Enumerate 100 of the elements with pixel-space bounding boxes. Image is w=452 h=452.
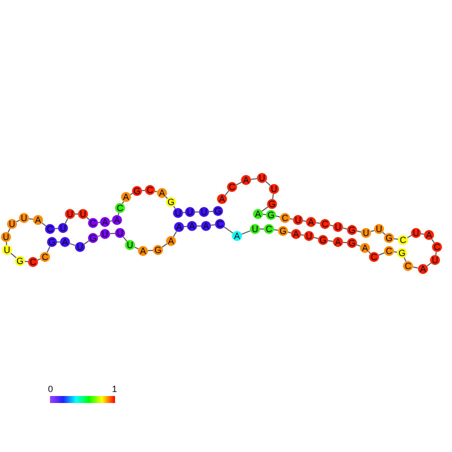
nucleotide-circle: U — [304, 231, 314, 241]
nucleotide-circle: G — [153, 245, 163, 255]
nucleotide-circle: U — [58, 223, 68, 233]
nucleotide-circle: U — [411, 228, 421, 238]
nucleotide-circle: C — [384, 246, 394, 256]
nucleotide-circle: A — [33, 215, 43, 225]
nucleotide-circle: A — [217, 194, 227, 204]
nucleotide-circle: A — [360, 243, 370, 253]
nucleotide-circle: U — [374, 224, 384, 234]
nucleotide-circle: C — [398, 235, 408, 245]
nucleotide-circle: C — [403, 261, 413, 271]
nucleotide-circle: G — [347, 225, 357, 235]
nucleotide-circle: U — [199, 207, 209, 217]
backbone-line — [162, 243, 168, 248]
scale-value: 0 — [48, 385, 54, 394]
nucleotide-circle: C — [40, 252, 50, 262]
nucleotide-circle: A — [232, 231, 242, 241]
nucleotide-circle: G — [15, 256, 25, 266]
nucleotide-circle: U — [361, 228, 371, 238]
nucleotide-circle: U — [2, 245, 12, 255]
scale-value: 1 — [112, 385, 118, 394]
backbone-line — [262, 214, 267, 216]
backbone-line — [241, 230, 251, 235]
backbone-line — [287, 232, 292, 234]
backbone-line — [275, 216, 281, 218]
backbone-line — [393, 238, 399, 240]
nucleotide-circle: G — [213, 206, 223, 216]
backbone-line — [42, 222, 46, 226]
backbone-line — [426, 262, 432, 266]
nucleotide-circle: A — [424, 230, 434, 240]
nucleotide-circle: A — [166, 236, 176, 246]
backbone-line — [302, 220, 307, 222]
nucleotide-circle: C — [320, 219, 330, 229]
nucleotide-circle: U — [115, 228, 125, 238]
nucleotide-circle: C — [280, 213, 290, 223]
backbone-line — [110, 232, 116, 234]
nucleotide-circle: U — [173, 208, 183, 218]
backbone-line — [6, 241, 8, 246]
nucleotide-circle: U — [100, 229, 110, 239]
backbone-line — [368, 251, 371, 254]
nucleotide-circle: A — [333, 237, 343, 247]
backbone-line — [300, 234, 305, 236]
backbone-line — [260, 228, 264, 230]
backbone-line — [329, 224, 334, 226]
backbone-line — [28, 218, 34, 220]
nucleotide-circle: G — [166, 197, 176, 207]
nucleotide-circle: U — [19, 213, 29, 223]
nucleotide-circle: C — [145, 185, 155, 195]
nucleotide-circle: G — [267, 199, 277, 209]
nucleotide-circle: U — [185, 207, 195, 217]
nucleotide-circle: C — [28, 257, 38, 267]
nucleotide-circle: G — [266, 210, 276, 220]
nucleotide-circle: A — [291, 229, 301, 239]
backbone-line — [173, 206, 176, 210]
nucleotide-circle: G — [384, 233, 394, 243]
backbone-line — [289, 218, 294, 220]
backbone-line — [141, 190, 146, 192]
backbone-line — [54, 228, 59, 230]
backbone-line — [435, 251, 437, 256]
nucleotide-circle: A — [187, 221, 197, 231]
nucleotide-circle: G — [397, 248, 407, 258]
backbone-line — [24, 260, 29, 262]
backbone-line — [122, 236, 128, 242]
nucleotide-circle: A — [241, 175, 251, 185]
nucleotide-circle: A — [60, 237, 70, 247]
backbone-line — [272, 193, 274, 200]
backbone-line — [69, 243, 76, 246]
nucleotide-circle: A — [138, 246, 148, 256]
backbone-line — [183, 226, 188, 228]
backbone-line — [224, 226, 234, 234]
nucleotide-circle: G — [347, 238, 357, 248]
nucleotide-circle: A — [100, 217, 110, 227]
nucleotide-circle: A — [112, 215, 122, 225]
backbone-line — [265, 180, 271, 186]
backbone-line — [165, 196, 168, 199]
nucleotide-circle: A — [306, 217, 316, 227]
backbone-line — [382, 232, 386, 236]
backbone-line — [420, 233, 425, 235]
backbone-line — [224, 190, 230, 196]
nucleotide-circle: U — [269, 184, 279, 194]
nucleotide-circle: U — [75, 242, 85, 252]
nucleotide-circle: G — [88, 233, 98, 243]
nucleotide-circle: U — [125, 240, 135, 250]
nucleotide-circle: C — [88, 218, 98, 228]
backbone-line — [356, 230, 362, 232]
nucleotide-circle: G — [318, 235, 328, 245]
nucleotide-circle: A — [174, 222, 184, 232]
backbone-line — [84, 240, 90, 245]
backbone-line — [86, 216, 90, 220]
nucleotide-circle: G — [278, 226, 288, 236]
nucleotide-circle: C — [432, 242, 442, 252]
backbone-line — [393, 251, 398, 253]
backbone-line — [412, 266, 419, 269]
nucleotide-circle: A — [121, 192, 131, 202]
backbone-line — [210, 224, 216, 226]
nucleotide-circle: U — [257, 173, 267, 183]
backbone-line — [10, 252, 17, 258]
nucleotide-circle: A — [418, 264, 428, 274]
nucleotide-circle: A — [157, 188, 167, 198]
nucleotide-circle: U — [7, 219, 17, 229]
